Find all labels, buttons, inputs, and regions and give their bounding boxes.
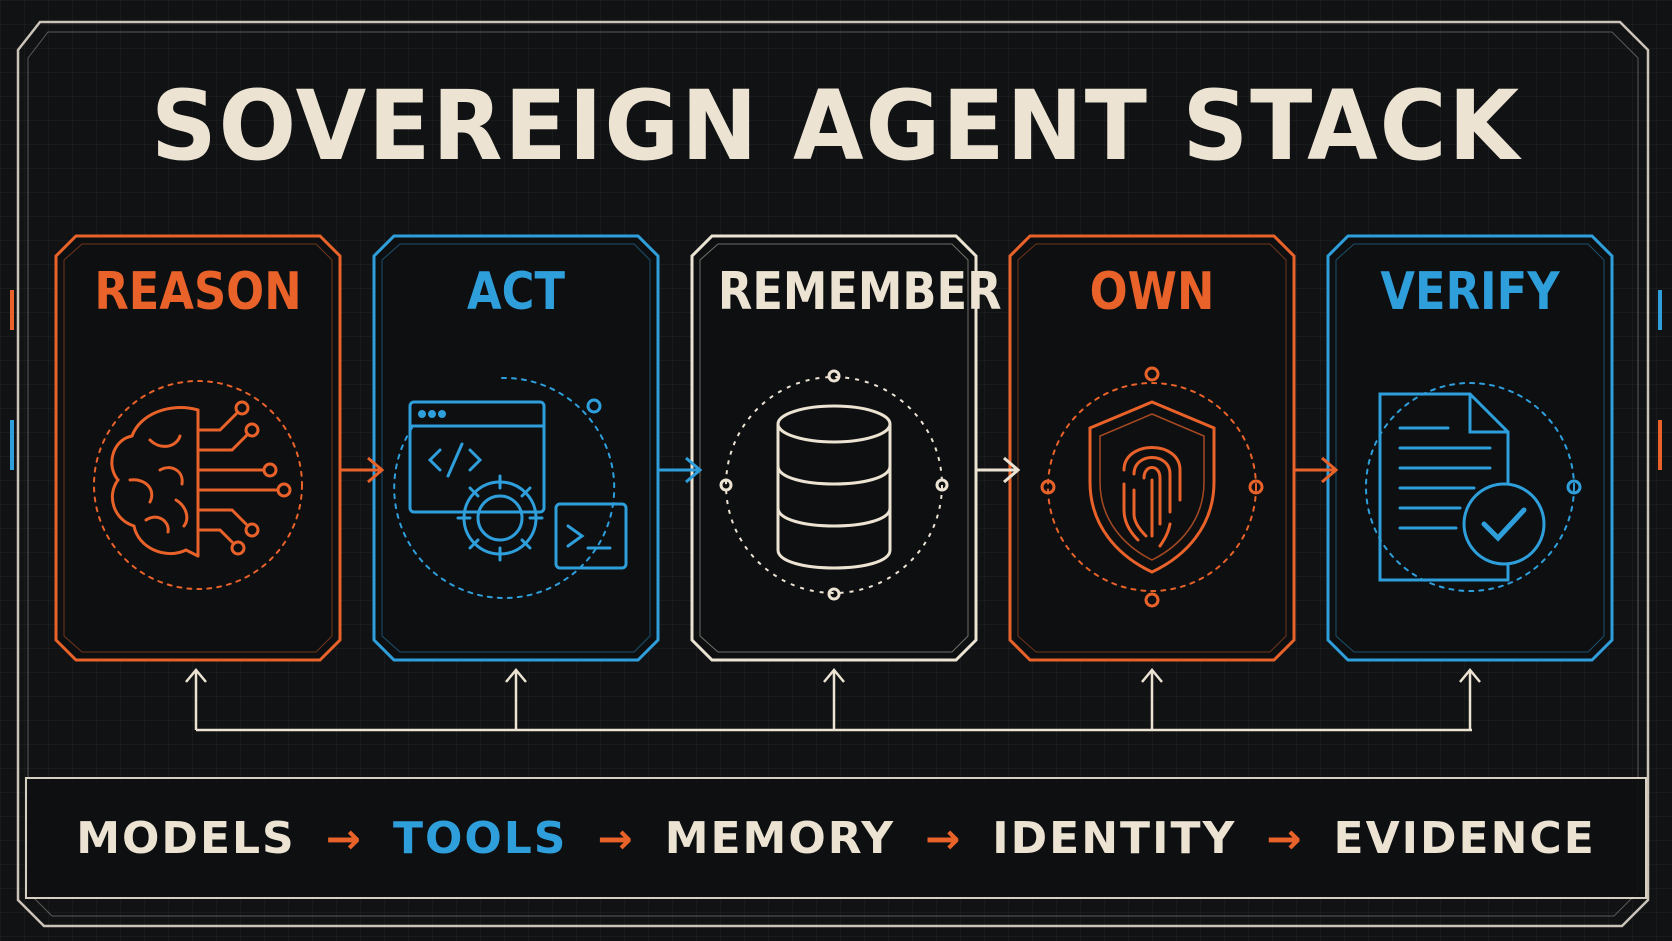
flow-item-identity: IDENTITY xyxy=(992,812,1237,864)
flow-panel xyxy=(25,777,1647,899)
card-remember-frame xyxy=(690,234,978,662)
page-title: SOVEREIGN AGENT STACK xyxy=(151,70,1521,182)
outer-frame-inner xyxy=(27,31,1639,917)
flow-arrow-2: → xyxy=(597,813,635,863)
flow-item-models: MODELS xyxy=(76,812,296,864)
arrow-own-to-verify xyxy=(1294,456,1339,484)
flow-arrow-4: → xyxy=(1266,813,1304,863)
code-gear-terminal-icon xyxy=(393,376,628,599)
flow-row: MODELS → TOOLS → MEMORY → IDENTITY → EVI… xyxy=(26,778,1646,898)
fingerprint-shield-icon xyxy=(1040,366,1264,608)
feedback-bus xyxy=(185,668,1481,732)
arrow-act-to-remember xyxy=(658,456,703,484)
card-label-verify: VERIFY xyxy=(1380,262,1560,322)
card-label-act: ACT xyxy=(467,262,565,322)
arrow-remember-to-own xyxy=(976,456,1021,484)
flow-arrow-1: → xyxy=(325,813,363,863)
card-label-reason: REASON xyxy=(94,262,302,322)
flow-item-memory: MEMORY xyxy=(664,812,896,864)
card-label-remember: REMEMBER xyxy=(717,262,1002,322)
card-label-own: OWN xyxy=(1089,262,1215,322)
document-check-icon xyxy=(1365,382,1582,592)
flow-arrow-3: → xyxy=(925,813,963,863)
flow-item-tools: TOOLS xyxy=(392,812,568,864)
flow-item-evidence: EVIDENCE xyxy=(1333,812,1596,864)
brain-circuit-icon xyxy=(93,380,303,590)
arrow-reason-to-act xyxy=(340,456,385,484)
card-act-frame xyxy=(372,234,660,662)
database-icon xyxy=(719,369,949,601)
outer-frame xyxy=(16,20,1650,928)
